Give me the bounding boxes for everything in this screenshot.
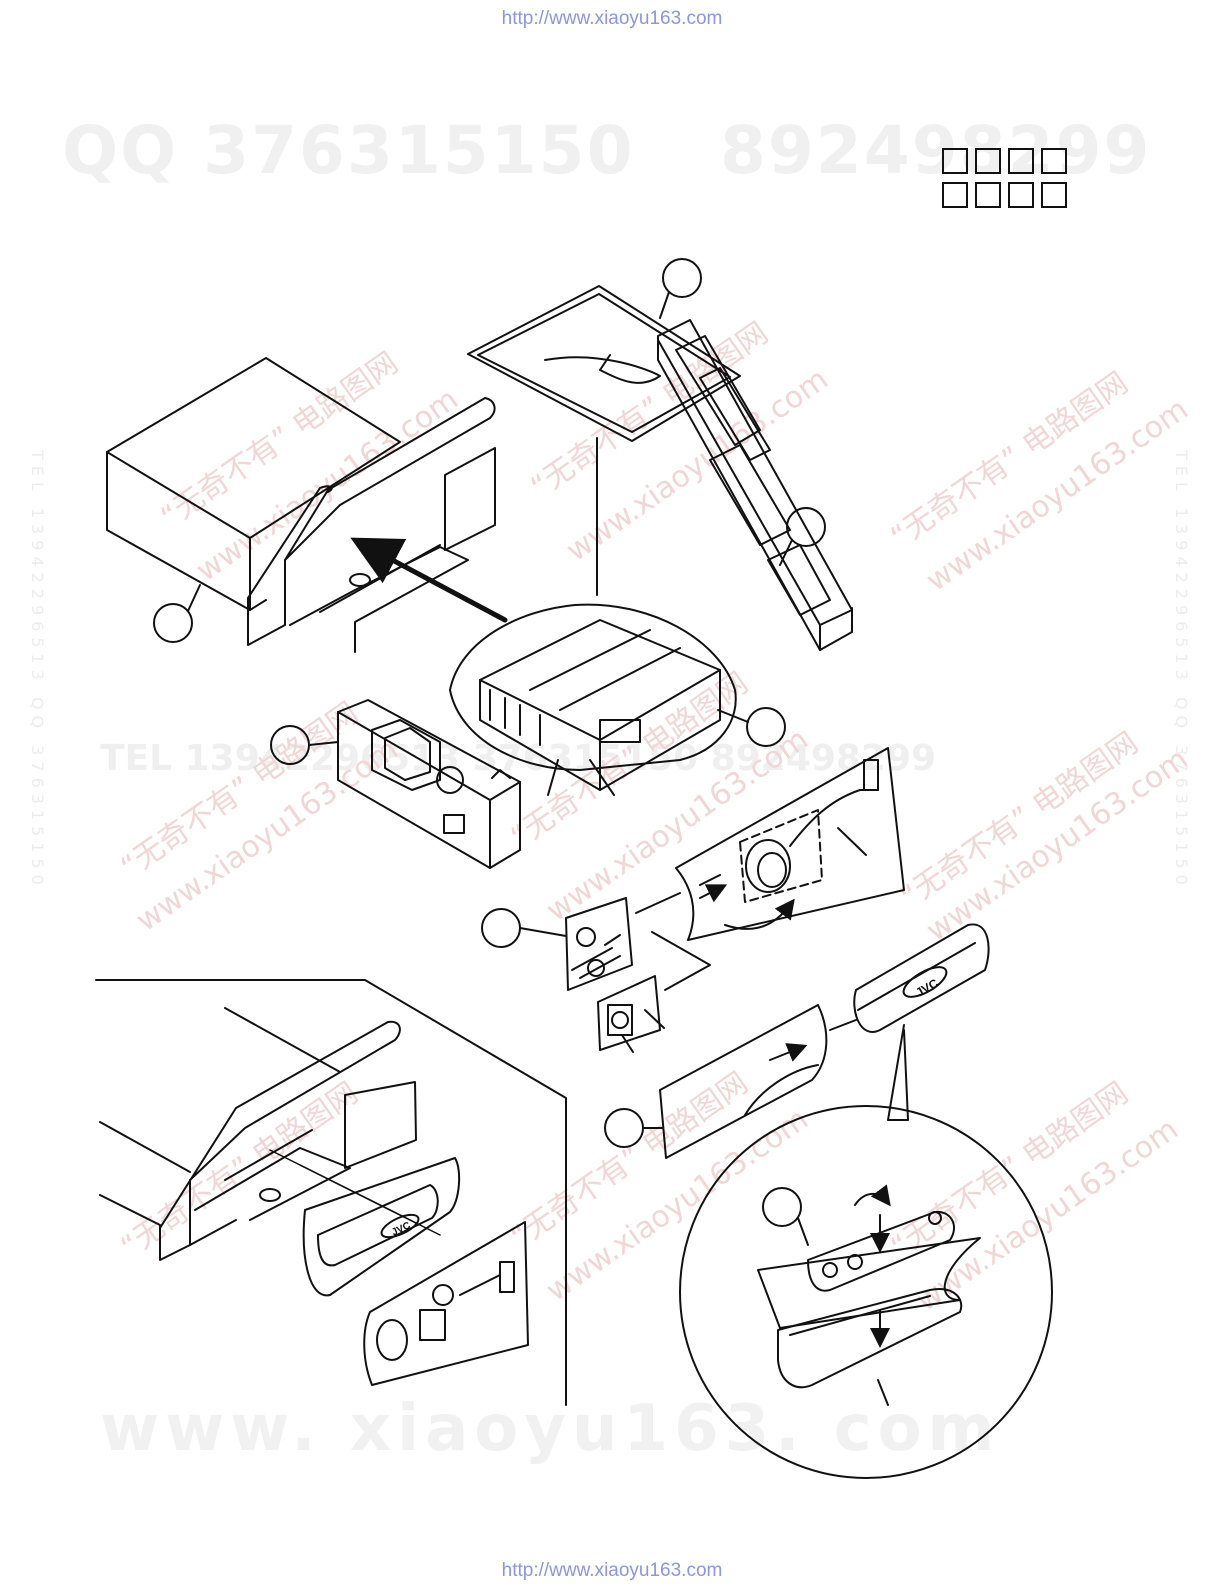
cable-bag	[675, 747, 905, 941]
callout-right-cushion	[786, 507, 826, 547]
title-box	[975, 148, 1001, 174]
right-cushion	[657, 319, 853, 651]
title-box	[942, 182, 968, 208]
brand-label: JVC	[390, 1220, 412, 1238]
callout-panel-bag	[604, 1108, 644, 1148]
callout-unit-bag	[746, 707, 786, 747]
watermark-number: 892498299	[720, 112, 1152, 189]
face-panel-bag	[604, 1004, 828, 1159]
header-url[interactable]: http://www.xiaoyu163.com	[501, 8, 723, 29]
title-box	[1008, 182, 1034, 208]
brand-label: JVC	[913, 976, 941, 1000]
callout-case-sheet	[762, 1187, 802, 1227]
left-cushion	[270, 699, 521, 869]
face-panel: JVC	[829, 923, 990, 1121]
watermark-qq: QQ 376315150	[62, 112, 635, 189]
watermark-bottom: www. xiaoyu163. com	[100, 1392, 1001, 1466]
title-box-row	[942, 148, 1067, 174]
packed-view-panel: JVC	[95, 979, 567, 1406]
instruction-sheet	[467, 258, 741, 596]
carton-box	[106, 357, 496, 653]
footer-url[interactable]: http://www.xiaoyu163.com	[501, 1560, 723, 1581]
callout-carton	[153, 603, 193, 643]
insert-arrow	[350, 537, 508, 623]
case-detail-circle	[679, 1105, 1053, 1479]
title-box	[1041, 148, 1067, 174]
watermark-side-left: TEL 13942296513 QQ 376315150	[28, 450, 47, 891]
accessory-cards	[481, 892, 711, 1053]
title-box	[1041, 182, 1067, 208]
watermark-side-right: TEL 13942296513 QQ 376315150	[1172, 450, 1191, 891]
title-box	[942, 148, 968, 174]
callout-left-cushion	[270, 725, 310, 765]
callout-accessory	[481, 908, 521, 948]
title-box	[1008, 148, 1034, 174]
callout-sheet	[662, 258, 702, 298]
main-unit-bag	[449, 603, 786, 796]
title-box	[975, 182, 1001, 208]
title-box-row	[942, 182, 1067, 208]
